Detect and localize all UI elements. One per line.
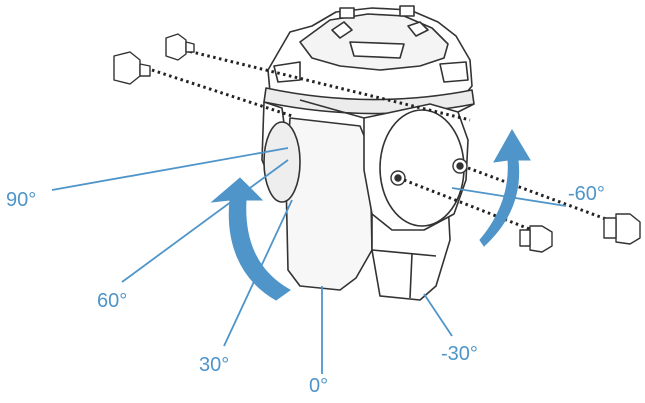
angle-label-neg60: -60° bbox=[568, 183, 605, 205]
mounting-plate bbox=[263, 5, 475, 115]
angle-label-neg30: -30° bbox=[441, 343, 478, 365]
plate-screws bbox=[390, 158, 468, 186]
screw-icon bbox=[113, 33, 641, 253]
angle-label-90: 90° bbox=[6, 189, 37, 211]
angle-label-60: 60° bbox=[97, 290, 128, 312]
angle-label-30: 30° bbox=[199, 354, 230, 376]
angle-label-0: 0° bbox=[309, 375, 329, 397]
assembly-lines bbox=[151, 48, 615, 232]
housing-body bbox=[261, 99, 475, 301]
rotation-arrow-right-icon bbox=[479, 129, 531, 247]
rotation-arrow-left-icon bbox=[210, 177, 291, 301]
